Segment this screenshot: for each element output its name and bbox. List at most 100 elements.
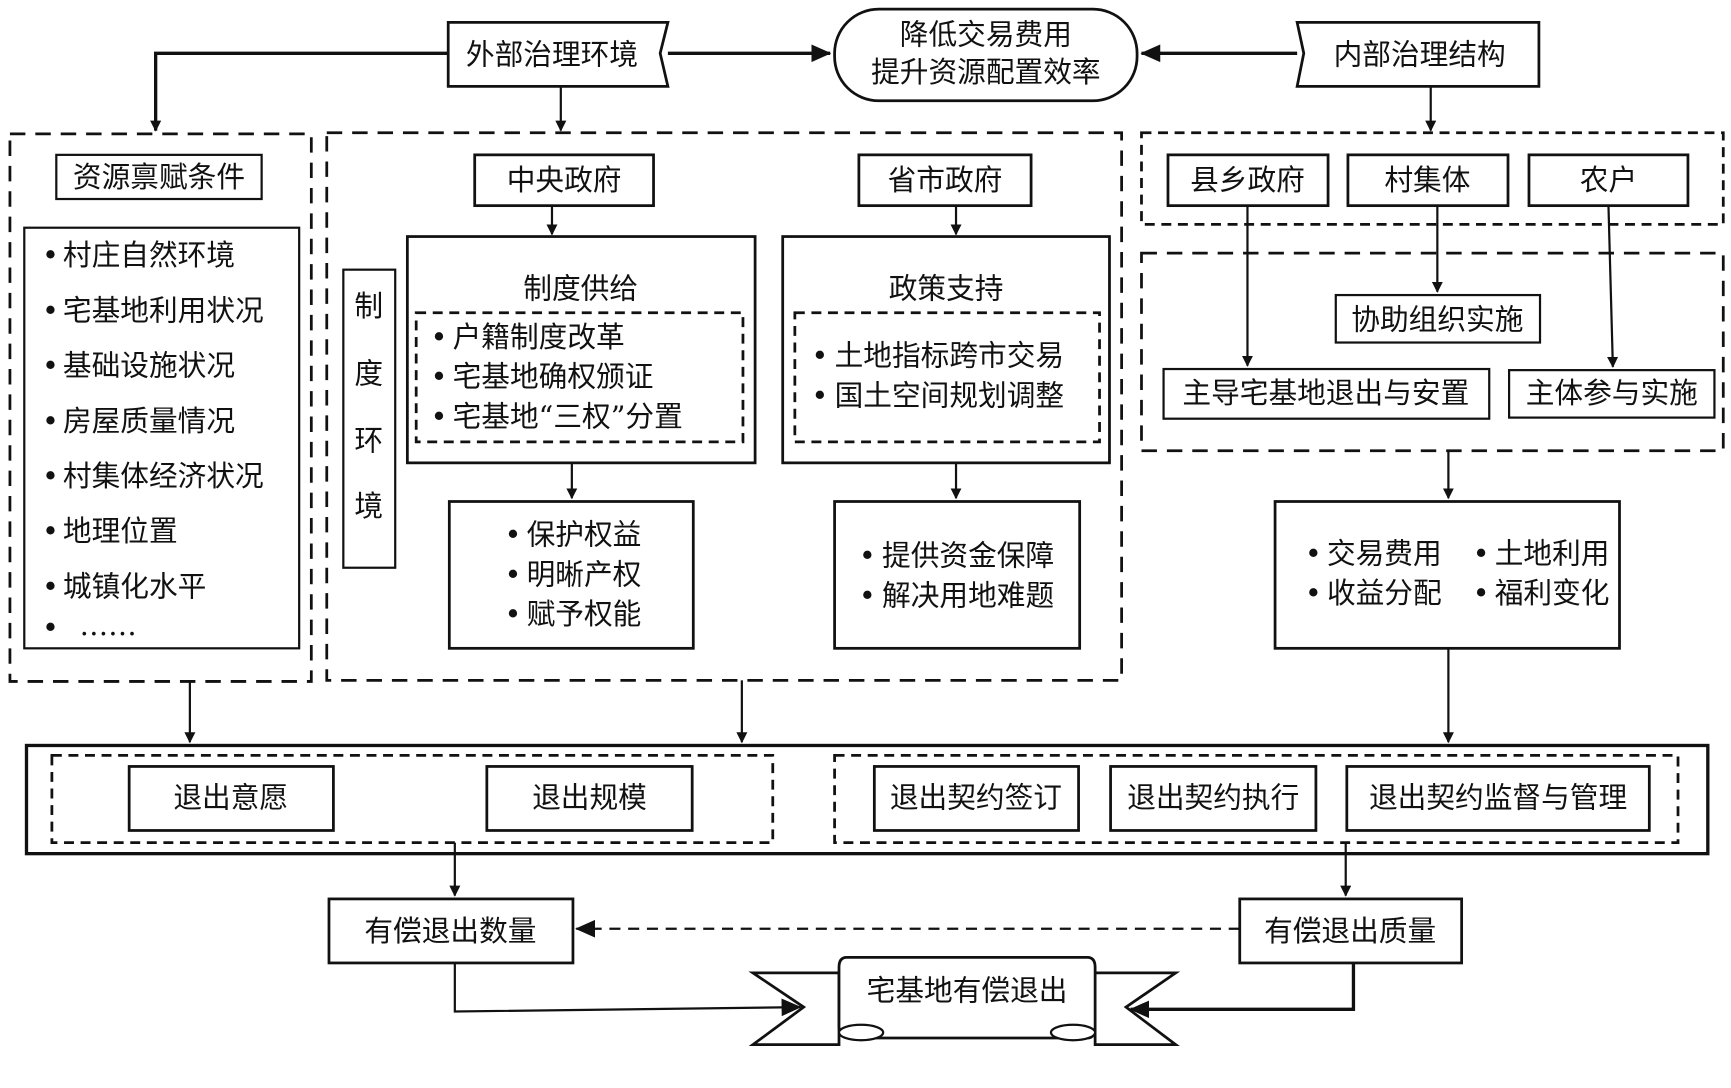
exit-willingness-label: 退出意愿 xyxy=(173,780,288,814)
outcome-bullet: • xyxy=(1473,576,1490,610)
provincial-government-box xyxy=(857,153,1033,208)
internal-governance-label: 内部治理结构 xyxy=(1334,37,1506,71)
resource-bullet: • xyxy=(42,238,59,272)
arrow-farmer-to-participate xyxy=(1607,205,1619,368)
quantity-box xyxy=(327,897,575,965)
resource-bullet: • xyxy=(42,349,59,383)
provincial-government-label: 省市政府 xyxy=(888,163,1003,197)
actor-county-township: 县乡政府 xyxy=(1190,163,1305,197)
actor-village-collective: 村集体 xyxy=(1384,163,1470,197)
actors-group xyxy=(1140,131,1725,226)
outcome-item: 交易费用 xyxy=(1327,536,1442,570)
policy-effects-box xyxy=(833,500,1082,650)
contract-execution-label: 退出契约执行 xyxy=(1127,780,1299,814)
external-governance-node: 外部治理环境 xyxy=(446,21,670,88)
central-government-box xyxy=(473,153,655,208)
final-result-label: 宅基地有偿退出 xyxy=(867,973,1068,1007)
side-char: 度 xyxy=(354,356,383,390)
supply-item: 户籍制度改革 xyxy=(453,320,625,354)
resource-item: 地理位置 xyxy=(63,514,178,548)
participate-label: 主体参与实施 xyxy=(1526,376,1698,410)
final-result-banner: 宅基地有偿退出 xyxy=(748,956,1181,1047)
outcome-item: 收益分配 xyxy=(1327,576,1442,610)
supply-effects-list: • 保护权益 • 明晰产权 • 赋予权能 xyxy=(505,518,642,631)
outcome-item: 福利变化 xyxy=(1495,576,1610,610)
arrow-external-to-resource xyxy=(150,51,449,132)
resource-item: 城镇化水平 xyxy=(63,569,206,603)
resource-bullet: • xyxy=(42,404,59,438)
institution-group xyxy=(325,131,1123,682)
supply-effects-box xyxy=(447,500,695,650)
resource-item: 村庄自然环境 xyxy=(63,238,235,272)
outcomes-box xyxy=(1273,500,1621,650)
quality-box xyxy=(1238,897,1464,965)
supply-item: 宅基地“三权”分置 xyxy=(453,399,683,433)
effect-item: 明晰产权 xyxy=(527,557,642,591)
institution-supply-box xyxy=(405,235,757,465)
contract-supervision-label: 退出契约监督与管理 xyxy=(1369,780,1627,814)
resource-list: • 村庄自然环境 • 宅基地利用状况 • 基础设施状况 • 房屋质量情况 • 村… xyxy=(42,238,264,644)
supply-bullet: • xyxy=(431,399,448,433)
resource-bullet: • xyxy=(42,569,59,603)
actor-county-township-box xyxy=(1166,153,1330,208)
external-governance-label: 外部治理环境 xyxy=(466,37,638,71)
effect-bullet: • xyxy=(505,518,522,552)
supply-item: 宅基地确权颁证 xyxy=(453,360,654,394)
effect-item: 提供资金保障 xyxy=(882,539,1054,573)
goal-node: 降低交易费用 提升资源配置效率 xyxy=(833,7,1139,103)
actor-farmer: 农户 xyxy=(1580,163,1637,197)
policy-effects-list: • 提供资金保障 • 解决用地难题 xyxy=(859,539,1054,613)
outcome-bullet: • xyxy=(1305,536,1322,570)
resource-bullet: • xyxy=(42,459,59,493)
resource-bullet: • xyxy=(42,514,59,548)
effect-bullet: • xyxy=(859,578,876,612)
side-char: 制 xyxy=(354,289,383,323)
lead-label: 主导宅基地退出与安置 xyxy=(1182,376,1469,410)
outcomes-list: • 交易费用 • 土地利用 • 收益分配 • 福利变化 xyxy=(1305,536,1610,610)
resource-title-box xyxy=(55,153,263,201)
supply-bullet: • xyxy=(431,360,448,394)
institution-side-box xyxy=(342,268,397,569)
institution-side-label: 制 度 环 境 xyxy=(354,289,383,523)
policy-support-box xyxy=(781,235,1111,465)
side-char: 环 xyxy=(354,424,383,458)
arrow-quantity-to-final xyxy=(453,962,802,1017)
effect-item: 赋予权能 xyxy=(527,597,642,631)
central-government-label: 中央政府 xyxy=(507,163,622,197)
exit-scale-box xyxy=(485,765,694,832)
policy-support-list: • 土地指标跨市交易 • 国土空间规划调整 xyxy=(811,339,1064,413)
resource-item: 宅基地利用状况 xyxy=(63,293,264,327)
arrow-quality-to-final xyxy=(1129,962,1356,1019)
exit-scale-label: 退出规模 xyxy=(532,780,647,814)
institution-supply-title: 制度供给 xyxy=(523,271,638,305)
goal-line2: 提升资源配置效率 xyxy=(871,55,1101,89)
effect-item: 保护权益 xyxy=(527,518,642,552)
institution-supply-list: • 户籍制度改革 • 宅基地确权颁证 • 宅基地“三权”分置 xyxy=(431,320,683,433)
policy-support-list-box xyxy=(793,311,1101,444)
supply-bullet: • xyxy=(431,320,448,354)
resource-item: 房屋质量情况 xyxy=(63,404,235,438)
resource-group xyxy=(8,132,313,683)
contract-execution-box xyxy=(1109,765,1318,832)
lead-box xyxy=(1162,367,1491,420)
effect-bullet: • xyxy=(859,539,876,573)
effect-bullet: • xyxy=(505,557,522,591)
resource-title: 资源禀赋条件 xyxy=(73,160,245,194)
process-right-group xyxy=(833,754,1680,844)
resource-bullet: • xyxy=(42,610,59,644)
institution-supply-list-box xyxy=(414,311,745,444)
contract-signing-label: 退出契约签订 xyxy=(890,780,1062,814)
resource-bullet: • xyxy=(42,293,59,327)
policy-item: 国土空间规划调整 xyxy=(835,378,1065,412)
side-char: 境 xyxy=(354,489,383,523)
actor-farmer-box xyxy=(1527,153,1690,208)
actor-village-collective-box xyxy=(1346,153,1510,208)
effect-item: 解决用地难题 xyxy=(882,578,1054,612)
effect-bullet: • xyxy=(505,597,522,631)
policy-item: 土地指标跨市交易 xyxy=(835,339,1065,373)
contract-signing-box xyxy=(872,765,1080,832)
contract-supervision-box xyxy=(1345,765,1651,832)
participate-box xyxy=(1508,369,1716,419)
quantity-label: 有偿退出数量 xyxy=(364,914,536,948)
goal-line1: 降低交易费用 xyxy=(900,17,1072,51)
